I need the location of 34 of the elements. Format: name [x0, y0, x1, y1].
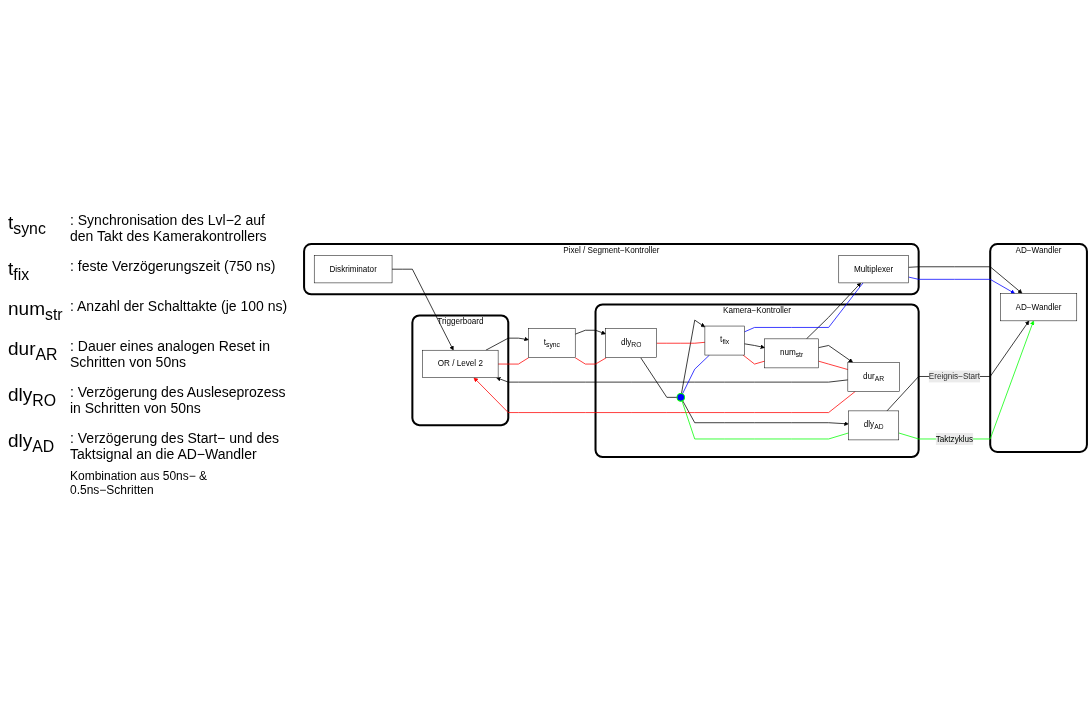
legend-description: : Synchronisation des Lvl−2 auf den Takt des Kamerakontrollers — [70, 212, 268, 245]
node-box: OR / Level 2 — [422, 350, 499, 379]
edge-label: Taktzyklus — [935, 434, 974, 444]
legend-description: : Verzögerung des Ausleseprozess in Schritten von 50ns — [70, 383, 287, 416]
node-box: dly$_{RO}$ — [605, 328, 657, 359]
node-box: Diskriminator — [313, 255, 393, 284]
symbol-label: num$_{str}$ — [8, 298, 64, 324]
connector — [682, 355, 710, 395]
legend-description: : Dauer eines analogen Reset in Schritten von 50ns — [70, 337, 272, 370]
legend-description: : Anzahl der Schalttakte (je 100 ns) — [70, 298, 288, 316]
connector — [497, 357, 529, 365]
symbol-label: t$_{sync}$ — [8, 212, 47, 239]
node-box: dly$_{AD}$ — [848, 411, 899, 441]
node-box: Multiplexer — [838, 255, 909, 284]
node-box: AD−Wandler — [1000, 293, 1078, 322]
node-box: t$_{sync}$ — [528, 328, 576, 359]
legend-description: : Verzögerung des Start− und des Taktsignal an die AD−Wandler — [70, 429, 280, 462]
node-circle — [676, 393, 686, 403]
legend-description: : feste Verzögerungszeit (750 ns) — [70, 258, 276, 277]
connector — [656, 342, 706, 345]
node-box: num$_{str}$ — [764, 339, 819, 369]
connector — [744, 282, 864, 333]
edge-label: Ereignis−Start — [928, 372, 981, 382]
symbol-label: dly$_{RO}$ — [8, 383, 58, 411]
node-box: t$_{fix}$ — [704, 326, 745, 356]
symbol-label: dur$_{AR}$ — [8, 337, 59, 365]
connector — [574, 357, 607, 365]
footnote-text: Kombination aus 50ns− & 0.5ns−Schritten — [70, 468, 209, 497]
symbol-label: t$_{fix}$ — [8, 258, 31, 284]
connector — [742, 355, 766, 365]
symbol-label: dly$_{AD}$ — [8, 429, 56, 457]
connector — [640, 357, 678, 399]
connector — [818, 361, 849, 371]
node-box: dur$_{AR}$ — [847, 362, 900, 393]
